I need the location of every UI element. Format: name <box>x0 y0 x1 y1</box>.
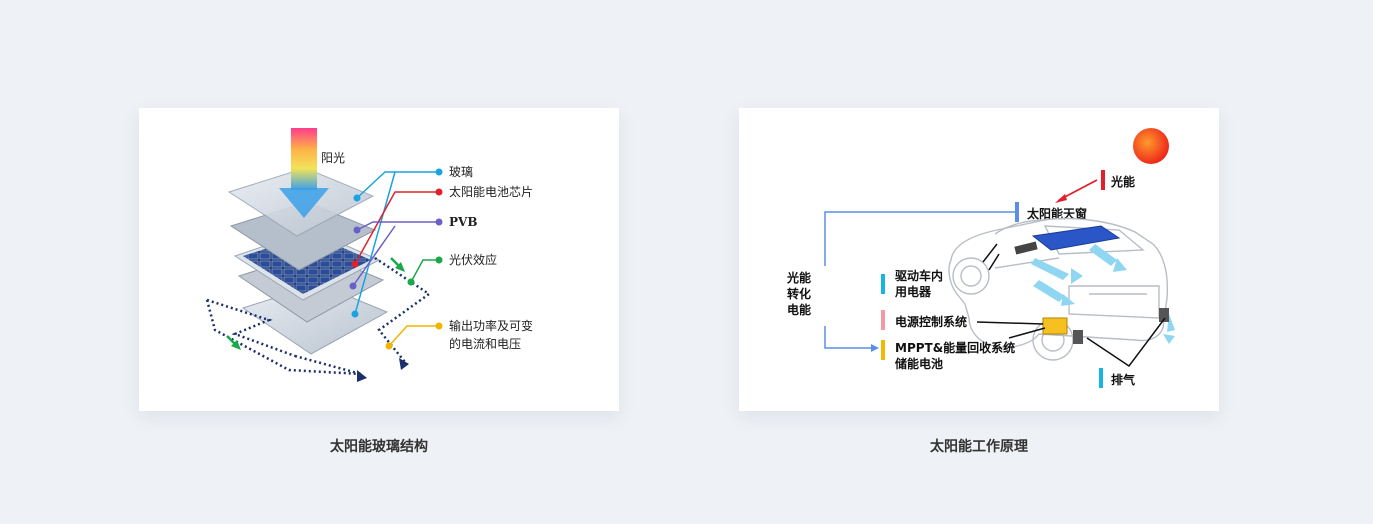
storage-marker <box>881 340 885 360</box>
legend-dot <box>435 168 443 176</box>
roof-vent-icon <box>1014 241 1038 255</box>
battery-block-icon <box>1042 317 1068 335</box>
legend-dot <box>435 188 443 196</box>
solar-principle-diagram: 光能 太阳能天窗 光能 转化 电能 <box>786 128 1175 388</box>
convert-label-line2: 转化 <box>787 286 811 301</box>
drive-label-line2: 用电器 <box>894 284 932 299</box>
airflow-arrows <box>1031 244 1175 344</box>
legend-item-output: 输出功率及可变 的电流和电压 <box>435 318 533 351</box>
solar-sunroof-panel <box>1031 225 1121 251</box>
legend-item-solar-cell: 太阳能电池芯片 <box>435 184 533 199</box>
exhaust-marker <box>1099 368 1103 388</box>
legend-dot <box>435 256 443 264</box>
sunlight-arrow-icon <box>279 188 329 218</box>
exhaust-label: 排气 <box>1111 372 1135 387</box>
legend-item-photovoltaic: 光伏效应 <box>435 252 497 267</box>
exhaust-unit-icon <box>1159 308 1169 322</box>
legend-label: 玻璃 <box>449 165 473 179</box>
sun-icon <box>1133 128 1169 164</box>
sunroof-marker <box>1015 202 1019 222</box>
legend-label: 的电流和电压 <box>449 336 521 351</box>
power-control-marker <box>881 310 885 330</box>
legend-label: 输出功率及可变 <box>449 318 533 333</box>
principle-caption: 太阳能工作原理 <box>930 439 1028 455</box>
sunlight-beam <box>291 128 317 190</box>
sunlight-label: 阳光 <box>321 151 345 165</box>
light-energy-marker <box>1101 170 1105 190</box>
storage-label-line2: 储能电池 <box>895 356 943 371</box>
current-arrow-icon <box>399 358 409 370</box>
exhaust-unit-icon <box>1073 330 1083 344</box>
legend-label: PVB <box>449 215 477 229</box>
legend-dot <box>435 218 443 226</box>
solar-glass-diagram: 阳光 玻璃 太阳能电 <box>205 128 533 382</box>
convert-label-line1: 光能 <box>786 270 811 285</box>
current-path-right <box>374 256 432 363</box>
legend-item-glass: 玻璃 <box>435 165 473 179</box>
drive-marker <box>881 274 885 294</box>
legend-dot <box>435 322 443 330</box>
current-path-left <box>205 299 362 376</box>
solar-principle-card: 光能 太阳能天窗 光能 转化 电能 <box>739 108 1219 411</box>
light-energy-label: 光能 <box>1110 174 1135 189</box>
solar-glass-structure-card: 阳光 玻璃 太阳能电 <box>139 108 619 411</box>
current-arrow-icon <box>357 370 367 382</box>
convert-label-line3: 电能 <box>787 302 811 317</box>
legend-label: 太阳能电池芯片 <box>449 184 533 199</box>
drive-label-line1: 驱动车内 <box>895 268 943 283</box>
sunroof-label: 太阳能天窗 <box>1027 206 1087 221</box>
legend-item-pvb: PVB <box>435 215 477 229</box>
power-control-label: 电源控制系统 <box>895 314 967 329</box>
structure-caption: 太阳能玻璃结构 <box>330 439 428 455</box>
storage-label-line1: MPPT&能量回收系统 <box>895 340 1015 355</box>
legend-label: 光伏效应 <box>449 252 497 267</box>
